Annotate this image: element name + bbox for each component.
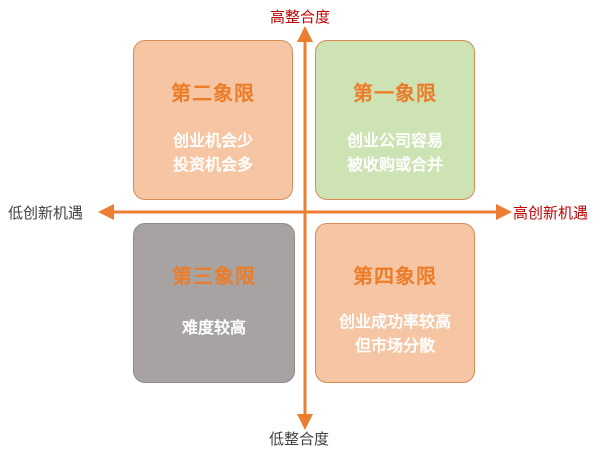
quadrant-2: 第二象限 创业机会少 投资机会多 [133,40,293,200]
quadrant-2-title: 第二象限 [171,81,255,105]
x-axis-right-arrowhead [496,204,512,220]
quadrant-1-line-2: 被收购或合并 [346,155,443,174]
quadrant-2-line-1: 创业机会少 [172,131,253,150]
quadrant-3-title: 第三象限 [172,264,256,288]
axis-label-left: 低创新机遇 [8,204,84,222]
y-axis-top-arrowhead [297,26,313,42]
quadrant-3-line-1: 难度较高 [181,318,246,337]
quadrant-1: 第一象限 创业公司容易 被收购或合并 [315,40,475,200]
y-axis-bottom-arrowhead [297,414,313,430]
quadrant-4-description: 创业成功率较高 但市场分散 [316,310,474,358]
quadrant-2-line-2: 投资机会多 [172,155,253,174]
quadrant-4-title: 第四象限 [353,264,437,288]
x-axis-left-arrowhead [98,204,114,220]
quadrant-1-title: 第一象限 [353,81,437,105]
axis-label-top: 高整合度 [270,8,331,26]
quadrant-4-line-1: 创业成功率较高 [338,312,451,331]
quadrant-4: 第四象限 创业成功率较高 但市场分散 [315,223,475,383]
quadrant-3: 第三象限 难度较高 [133,223,295,383]
quadrant-1-line-1: 创业公司容易 [346,131,443,150]
axis-label-right: 高创新机遇 [513,204,589,222]
quadrant-1-description: 创业公司容易 被收购或合并 [316,129,474,177]
quadrant-2-description: 创业机会少 投资机会多 [134,129,292,177]
axis-label-bottom: 低整合度 [269,430,330,448]
quadrant-4-line-2: 但市场分散 [354,336,435,355]
quadrant-3-description: 难度较高 [134,316,294,340]
